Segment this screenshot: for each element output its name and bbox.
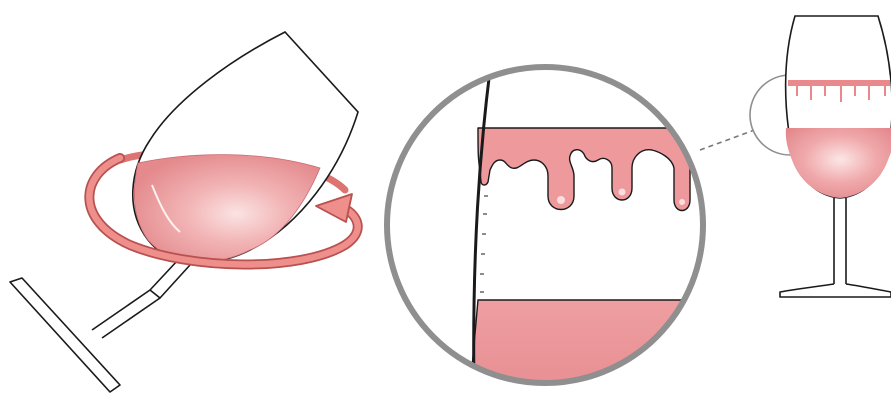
- magnifier-connector-line: [700, 128, 760, 150]
- tilted-glass-stem: [150, 260, 190, 298]
- magnifier-panel: [380, 60, 760, 390]
- swirl-arrow-head: [316, 194, 352, 222]
- upright-glass-panel: [750, 16, 891, 297]
- upright-glass-stem: [834, 198, 846, 284]
- tilted-glass-foot: [10, 278, 120, 392]
- upright-glass-wine: [786, 128, 891, 198]
- tilted-glass-panel: [10, 32, 358, 392]
- upright-glass-foot: [780, 284, 891, 297]
